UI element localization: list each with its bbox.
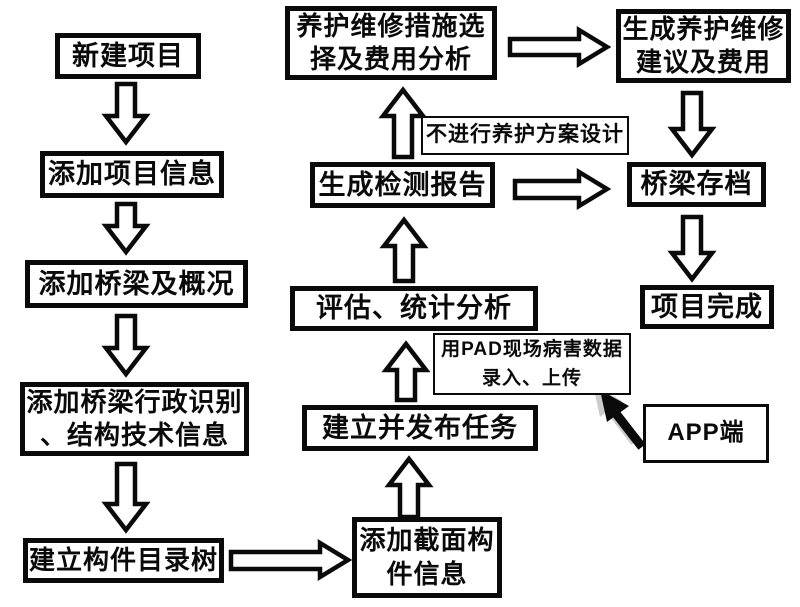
flow-arrow-up-1: [384, 455, 434, 520]
flow-arrow-up-2: [381, 340, 431, 403]
flow-node-bridge-archive: 桥梁存档: [627, 162, 766, 207]
flow-arrow-down-1: [101, 81, 151, 146]
flow-arrow-up-4: [378, 86, 428, 160]
flow-arrow-right-top: [507, 26, 612, 68]
flow-arrow-right-mid: [512, 168, 612, 210]
flow-arrow-down-5: [667, 90, 717, 159]
flow-node-generate-inspection-report: 生成检测报告: [310, 162, 495, 208]
flow-node-add-section-component-info: 添加截面构件信息: [352, 517, 502, 598]
flow-arrow-down-6: [667, 214, 717, 283]
flow-node-project-complete: 项目完成: [640, 285, 774, 329]
flow-node-new-project: 新建项目: [55, 33, 201, 79]
flow-node-add-bridge-admin-info: 添加桥梁行政识别、结构技术信息: [20, 382, 249, 456]
flow-arrow-down-3: [101, 313, 151, 378]
annotation-pad-field-data-upload: 用PAD现场病害数据录入、上传: [433, 333, 631, 395]
flow-node-build-component-tree: 建立构件目录树: [23, 538, 224, 583]
flow-arrow-down-2: [101, 201, 151, 256]
flow-node-add-project-info: 添加项目信息: [40, 151, 224, 198]
flow-arrow-right-bottom: [228, 539, 353, 581]
flow-node-app-side: APP端: [643, 404, 769, 463]
flow-arrow-down-4: [101, 461, 151, 534]
flow-node-add-bridge-overview: 添加桥梁及概况: [25, 260, 248, 308]
flow-node-maintenance-measure-selection: 养护维修措施选择及费用分析: [285, 6, 497, 80]
flow-node-create-publish-task: 建立并发布任务: [302, 405, 538, 451]
flow-node-generate-maintenance-suggestion: 生成养护维修建议及费用: [616, 9, 791, 83]
annotation-no-maintenance-plan-design: 不进行养护方案设计: [421, 116, 629, 155]
flow-node-evaluation-statistics: 评估、统计分析: [290, 286, 538, 331]
flow-arrow-up-3: [379, 216, 429, 284]
